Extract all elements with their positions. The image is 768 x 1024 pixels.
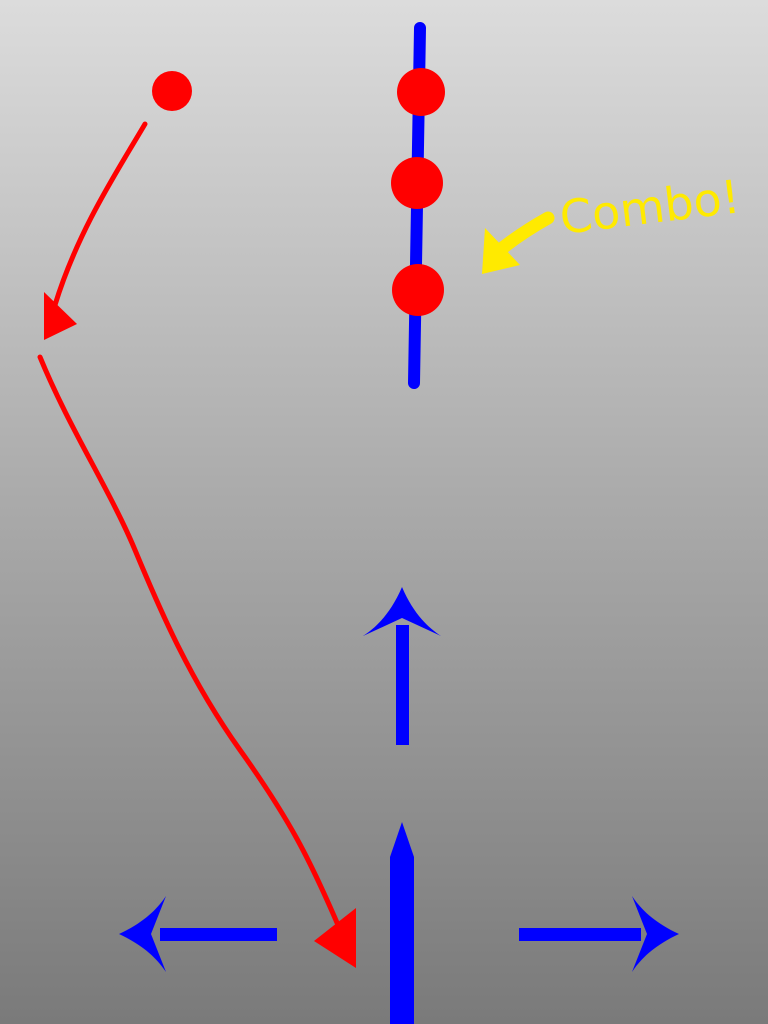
blue-player-paddle: [390, 822, 414, 1024]
red-combo-dot-1: [397, 68, 445, 116]
yellow-pointer-arrow: [482, 211, 555, 274]
combo-label: Combo!: [557, 169, 743, 245]
red-arrowhead-2: [314, 908, 356, 968]
red-trajectory-2: [37, 354, 356, 968]
red-trajectory-1: [44, 121, 148, 340]
red-combo-dot-2: [391, 157, 443, 209]
left-arrow-icon: [119, 896, 277, 972]
red-combo-dot-3: [392, 264, 444, 316]
combo-stack: [391, 22, 445, 389]
right-arrow-icon: [519, 896, 679, 972]
red-arrowhead-1: [44, 292, 77, 340]
up-arrow-icon: [363, 587, 441, 745]
red-projectile-dot-start: [152, 71, 192, 111]
